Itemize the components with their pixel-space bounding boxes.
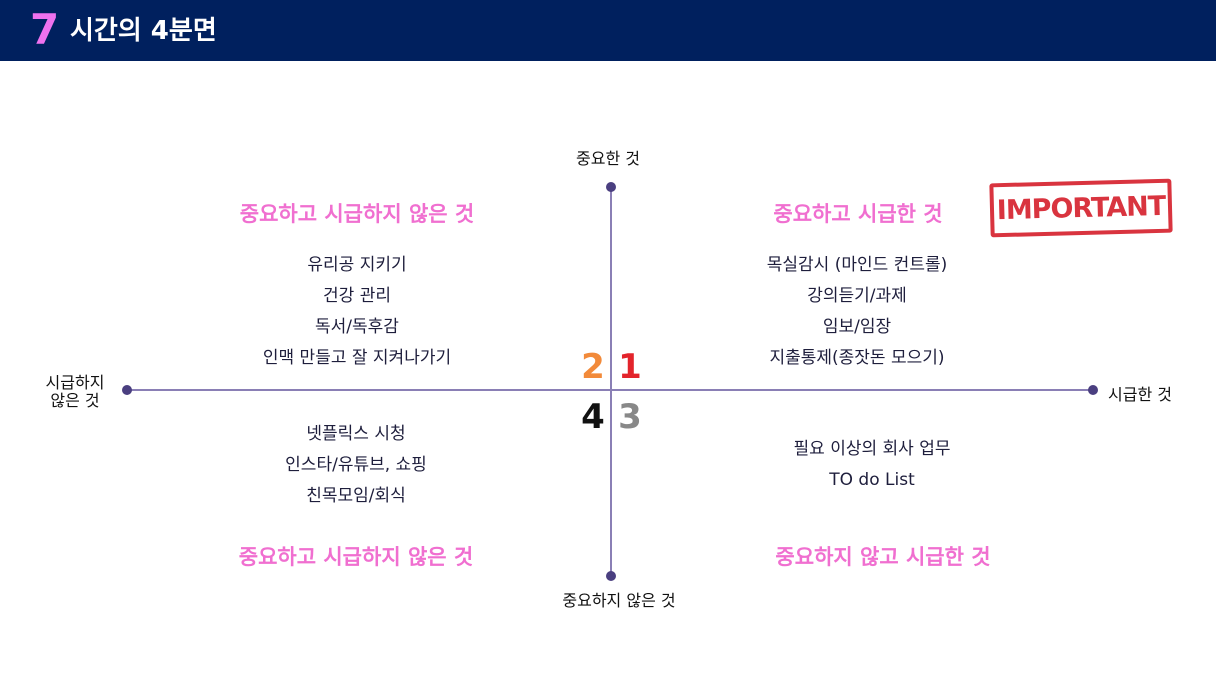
axis-label-not-important: 중요하지 않은 것 xyxy=(562,591,676,610)
quadrant-1-list: 목실감시 (마인드 컨트롤) 강의듣기/과제 임보/임장 지출통제(종잣돈 모으… xyxy=(767,250,947,374)
quadrant-4-number: 4 xyxy=(581,397,605,437)
list-item: 목실감시 (마인드 컨트롤) xyxy=(766,255,948,275)
list-item: 친목모임/회식 xyxy=(306,486,406,506)
list-item: 지출통제(종잣돈 모으기) xyxy=(769,348,945,368)
list-item: 건강 관리 xyxy=(323,286,391,306)
list-item: 유리공 지키기 xyxy=(307,255,407,275)
section-number: 7 xyxy=(30,5,60,54)
list-item: TO do List xyxy=(829,470,915,490)
page-title: 시간의 4분면 xyxy=(70,16,217,46)
list-item: 필요 이상의 회사 업무 xyxy=(793,439,951,459)
axis-dot-left xyxy=(122,385,132,395)
quadrant-3-list: 필요 이상의 회사 업무 TO do List xyxy=(794,434,951,496)
list-item: 독서/독후감 xyxy=(315,317,399,337)
quadrant-3-title: 중요하지 않고 시급한 것 xyxy=(775,545,991,569)
list-item: 인맥 만들고 잘 지켜나가기 xyxy=(262,348,452,368)
important-stamp: IMPORTANT xyxy=(989,178,1173,238)
list-item: 강의듣기/과제 xyxy=(807,286,907,306)
axis-dot-right xyxy=(1088,385,1098,395)
axis-label-urgent: 시급한 것 xyxy=(1108,385,1172,404)
quadrant-4-title: 중요하고 시급하지 않은 것 xyxy=(238,545,474,569)
important-stamp-text: IMPORTANT xyxy=(996,190,1166,226)
axis-label-not-urgent-line2: 않은 것 xyxy=(50,391,100,410)
quadrant-2-list: 유리공 지키기 건강 관리 독서/독후감 인맥 만들고 잘 지켜나가기 xyxy=(263,250,451,374)
list-item: 인스타/유튜브, 쇼핑 xyxy=(285,455,427,475)
quadrant-3-number: 3 xyxy=(618,397,642,437)
header-bar: 7 시간의 4분면 xyxy=(0,0,1216,61)
list-item: 임보/임장 xyxy=(822,317,892,337)
quadrant-1-number: 1 xyxy=(618,347,642,387)
axis-label-not-urgent: 시급하지 않은 것 xyxy=(46,374,105,410)
axis-dot-bottom xyxy=(606,571,616,581)
axis-label-not-urgent-line1: 시급하지 xyxy=(45,373,105,392)
axis-label-important: 중요한 것 xyxy=(576,149,640,168)
quadrant-2-number: 2 xyxy=(581,347,605,387)
quadrant-2-title: 중요하고 시급하지 않은 것 xyxy=(239,202,475,226)
quadrant-4-list: 넷플릭스 시청 인스타/유튜브, 쇼핑 친목모임/회식 xyxy=(285,419,427,512)
list-item: 넷플릭스 시청 xyxy=(306,424,406,444)
quadrant-1-title: 중요하고 시급한 것 xyxy=(773,202,943,226)
axis-dot-top xyxy=(606,182,616,192)
